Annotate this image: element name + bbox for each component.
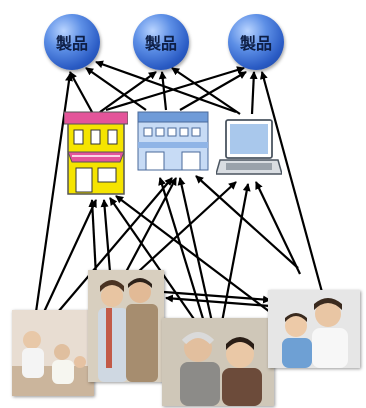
arrow-photo-3-to-store-a	[158, 177, 206, 323]
arrows-layer	[34, 60, 324, 323]
family-photo	[12, 310, 94, 396]
product-label-2: 製品	[144, 34, 177, 53]
arrow-photo-4-to-store	[195, 175, 299, 269]
product-node-3: 製品	[228, 14, 284, 70]
arrow-photo-1-to-store	[57, 177, 173, 313]
senior-couple-photo	[162, 318, 274, 406]
arrow-store-to-product-1	[85, 67, 147, 111]
arrow-photo-3-to-laptop	[220, 183, 251, 323]
laptop-icon	[216, 119, 282, 175]
arrow-store-to-product-3	[179, 71, 247, 111]
arrow-photo-4-to-laptop	[255, 181, 301, 275]
product-node-1: 製品	[44, 14, 100, 70]
arrow-photo-1-to-shop	[43, 199, 97, 313]
arrow-photo-3-to-store-b	[177, 177, 214, 323]
mother-child-photo	[268, 290, 360, 368]
arrow-photo-4-to-photo-2	[165, 294, 271, 308]
shop-icon	[64, 111, 128, 195]
arrow-shop-to-product-2	[99, 71, 157, 113]
arrow-photo-4-to-shop	[115, 195, 271, 313]
arrow-laptop-to-product-2	[171, 67, 241, 115]
arrow-photo-2-to-shop-a	[100, 199, 112, 273]
department-store-icon	[137, 111, 209, 171]
arrow-photo-2-to-store	[125, 177, 177, 273]
couple-photo	[88, 270, 164, 382]
arrow-photo-3-to-shop	[109, 197, 197, 323]
arrow-store-to-product-2	[158, 71, 168, 111]
arrow-photo-2-to-shop-b	[88, 199, 98, 277]
product-node-2: 製品	[133, 14, 189, 70]
arrow-photo-4-to-product-3	[259, 71, 324, 293]
product-label-1: 製品	[55, 34, 88, 53]
arrow-laptop-to-product-3	[249, 71, 258, 115]
arrow-photo-2-to-photo-4	[163, 290, 271, 304]
product-label-3: 製品	[239, 34, 272, 53]
arrow-shop-to-product-3	[105, 66, 245, 112]
arrow-shop-to-product-1	[69, 71, 93, 113]
arrow-laptop-to-product-1	[95, 60, 237, 114]
